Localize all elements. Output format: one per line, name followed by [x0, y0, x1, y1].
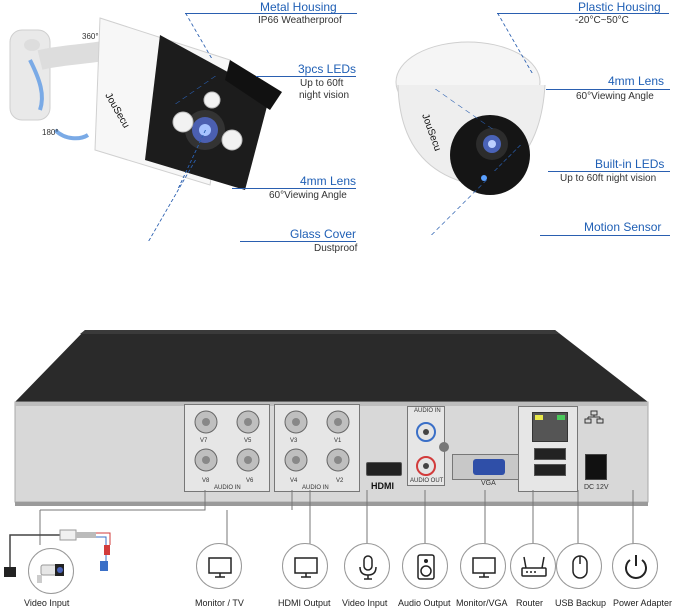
callout-sub: 60°Viewing Angle	[576, 91, 654, 102]
connection-label: Power Adapter	[613, 598, 673, 608]
connection-label: Monitor / TV	[195, 598, 244, 608]
bnc-connectors	[194, 410, 350, 472]
microphone-icon	[344, 543, 390, 589]
audio-in-label: AUDIO IN	[414, 408, 441, 414]
connection-label: Monitor/VGA	[456, 598, 508, 608]
monitor-icon	[460, 543, 506, 589]
callout-sub: Dustproof	[314, 243, 358, 254]
audio-in-left-label: AUDIO IN	[214, 485, 241, 491]
callout-title: Glass Cover	[290, 227, 357, 241]
callout-sub: Up to 60ft night vision	[560, 173, 657, 184]
bnc-label: V3	[290, 438, 298, 444]
hdmi-label: HDMI	[371, 481, 394, 491]
connection-label: HDMI Output	[278, 598, 331, 608]
rotation-top-label: 360°	[82, 32, 99, 41]
dvr-recorder: V7 V5 V3 V1 V8 V6 V4 V2 AUDIO IN AUDIO I…	[0, 320, 679, 510]
callout-title: Metal Housing	[260, 0, 337, 14]
router-icon	[510, 543, 556, 589]
dome-camera: JouSecu	[380, 20, 560, 200]
callout-sub: 60°Viewing Angle	[269, 190, 347, 201]
callout-title: Built-in LEDs	[595, 157, 665, 171]
bnc-label: V2	[336, 478, 344, 484]
callout-sub: Up to 60ft	[300, 78, 344, 89]
monitor-icon	[282, 543, 328, 589]
connection-label: Video Input	[24, 598, 70, 608]
callout-sub: -20°C~50°C	[575, 15, 629, 26]
lan-port	[532, 412, 568, 442]
usb-port-top	[534, 448, 566, 460]
camera-icon	[28, 548, 74, 594]
vga-label: VGA	[481, 480, 496, 487]
bnc-label: V4	[290, 478, 298, 484]
connection-lines	[39, 490, 634, 545]
connection-label: USB Backup	[555, 598, 607, 608]
bullet-camera: JouSecu 360° 180°	[0, 0, 300, 190]
hdmi-port	[366, 462, 402, 476]
rotation-side-label: 180°	[42, 128, 59, 137]
vga-port	[452, 454, 524, 480]
connection-label: Audio Output	[398, 598, 451, 608]
bullet-camera-illustration: JouSecu	[9, 17, 282, 190]
monitor-icon	[196, 543, 242, 589]
bnc-label: V6	[246, 478, 254, 484]
callout-title: 4mm Lens	[300, 174, 357, 188]
callout-title: 3pcs LEDs	[298, 62, 357, 76]
callout-sub: IP66 Weatherproof	[258, 15, 342, 26]
audio-out-label: AUDIO OUT	[410, 478, 444, 484]
dc-port	[585, 454, 607, 480]
usb-port-bottom	[534, 464, 566, 476]
callout-title: Plastic Housing	[578, 0, 661, 14]
callout-sub-2: night vision	[299, 90, 350, 101]
video-input-cable	[4, 529, 111, 577]
power-icon	[612, 543, 658, 589]
bnc-label: V1	[334, 438, 342, 444]
speaker-icon	[402, 543, 448, 589]
callout-title: 4mm Lens	[608, 74, 665, 88]
network-symbol-icon	[584, 410, 604, 424]
audio-jacks	[416, 422, 449, 476]
dc-label: DC 12V	[584, 484, 609, 491]
connection-label: Router	[516, 598, 544, 608]
audio-in-right-label: AUDIO IN	[302, 485, 329, 491]
bnc-label: V7	[200, 438, 208, 444]
dome-camera-illustration: JouSecu	[395, 41, 546, 195]
bnc-label: V8	[202, 478, 210, 484]
connection-label: Video Input	[342, 598, 388, 608]
bnc-label: V5	[244, 438, 252, 444]
mouse-icon	[556, 543, 602, 589]
callout-title: Motion Sensor	[584, 220, 662, 234]
